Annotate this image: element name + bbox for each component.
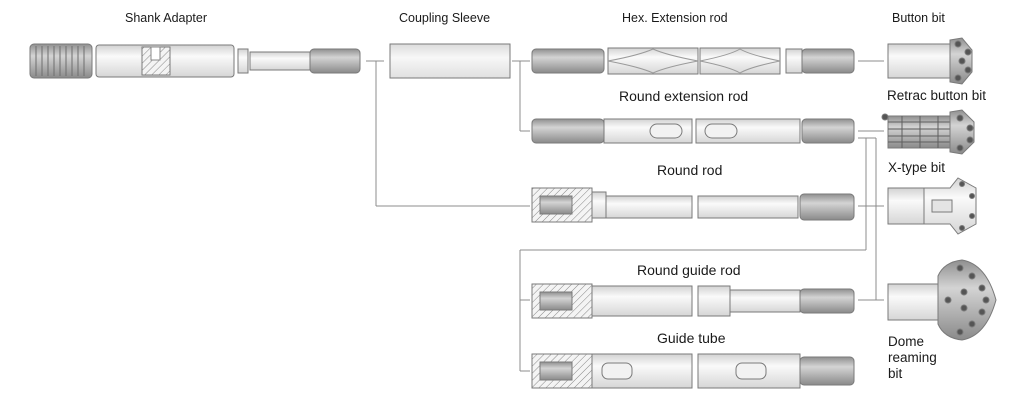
guide-tube-icon [531,353,855,389]
coupling-sleeve-label: Coupling Sleeve [399,11,491,25]
round-rod-label: Round rod [657,162,723,178]
button-bit-icon [887,37,973,85]
hex-extension-rod-icon [531,47,855,75]
shank-adapter-label: Shank Adapter [125,11,208,25]
round-extension-rod-icon [531,118,855,144]
dome-reaming-bit-icon [887,259,997,341]
button-bit-label: Button bit [892,11,945,25]
x-type-bit-icon [887,177,977,235]
coupling-sleeve-icon [389,43,511,79]
hex-extension-rod-label: Hex. Extension rod [622,11,728,25]
retrac-button-bit-label: Retrac button bit [887,88,987,103]
connector-lines [366,60,884,372]
round-rod-icon [531,187,855,223]
round-guide-rod-label: Round guide rod [637,262,741,278]
round-extension-rod-label: Round extension rod [619,88,749,104]
x-type-bit-label: X-type bit [888,160,946,175]
round-guide-rod-icon [531,283,855,319]
guide-tube-label: Guide tube [657,330,726,346]
shank-adapter-icon [29,43,361,79]
retrac-button-bit-icon [881,109,975,155]
dome-reaming-bit-label: Dome reaming bit [888,334,937,381]
